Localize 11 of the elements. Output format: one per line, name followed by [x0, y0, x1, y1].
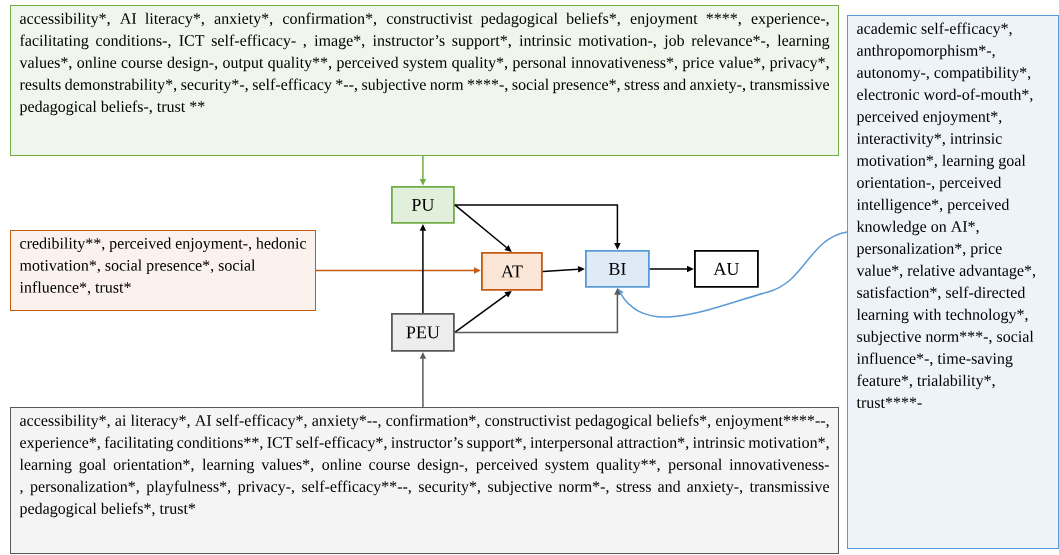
text-box: accessibility*, ai literacy*, AI self-efficacy*, anxiety*--, confirmation*, constructivist pedagogical beliefs*, enjoyment****--, experience*, facilitating conditions**, ICT self-efficacy*, instructor’s support*, interpersonal attraction*, intrinsic motivation*, learning goal orientation*, learning values*, online course design-, perceived system quality**, personal innovativeness-, personalization*, playfulness*, privacy-, self-efficacy**--, security*, subjective norm*-, stress and anxiety-, transmissive pedagogical beliefs*, trust*: [10, 407, 839, 554]
arrow: [617, 231, 848, 318]
construct-box: PU: [391, 186, 455, 224]
construct-box: BI: [585, 250, 650, 288]
text-box: credibility**, perceived enjoyment-, hedonic motivation*, social presence*, social influence*, trust*: [10, 230, 316, 311]
construct-box: PEU: [391, 313, 455, 352]
construct-box: AT: [481, 252, 543, 291]
arrow: [454, 204, 512, 252]
text-box: academic self-efficacy*, anthropomorphism*-, autonomy-, compatibility*, electronic word-of-mouth*, perceived enjoyment*, interactivity*, intrinsic motivation*, learning goal orientation-, perceived intelligence*, perceived knowledge on AI*, personalization*, price value*, relative advantage*, satisfaction*, self-directed learning with technology*, subjective norm***-, social influence*-, time-saving feature*, trialability*, trust****-: [847, 15, 1059, 549]
construct-box: AU: [694, 250, 759, 288]
text-box: accessibility*, AI literacy*, anxiety*, confirmation*, constructivist pedagogical beliefs*, enjoyment ****, experience-, facilitating conditions-, ICT self-efficacy- , image*, instructor’s support*, intrinsic motivation-, job relevance*-, learning values*, online course design-, output quality**, perceived system quality*, personal innovativeness*, price value*, privacy*, results demonstrability*, security*-, self-efficacy *--, subjective norm ****-, social presence*, stress and anxiety-, transmissive pedagogical beliefs-, trust **: [10, 5, 839, 156]
